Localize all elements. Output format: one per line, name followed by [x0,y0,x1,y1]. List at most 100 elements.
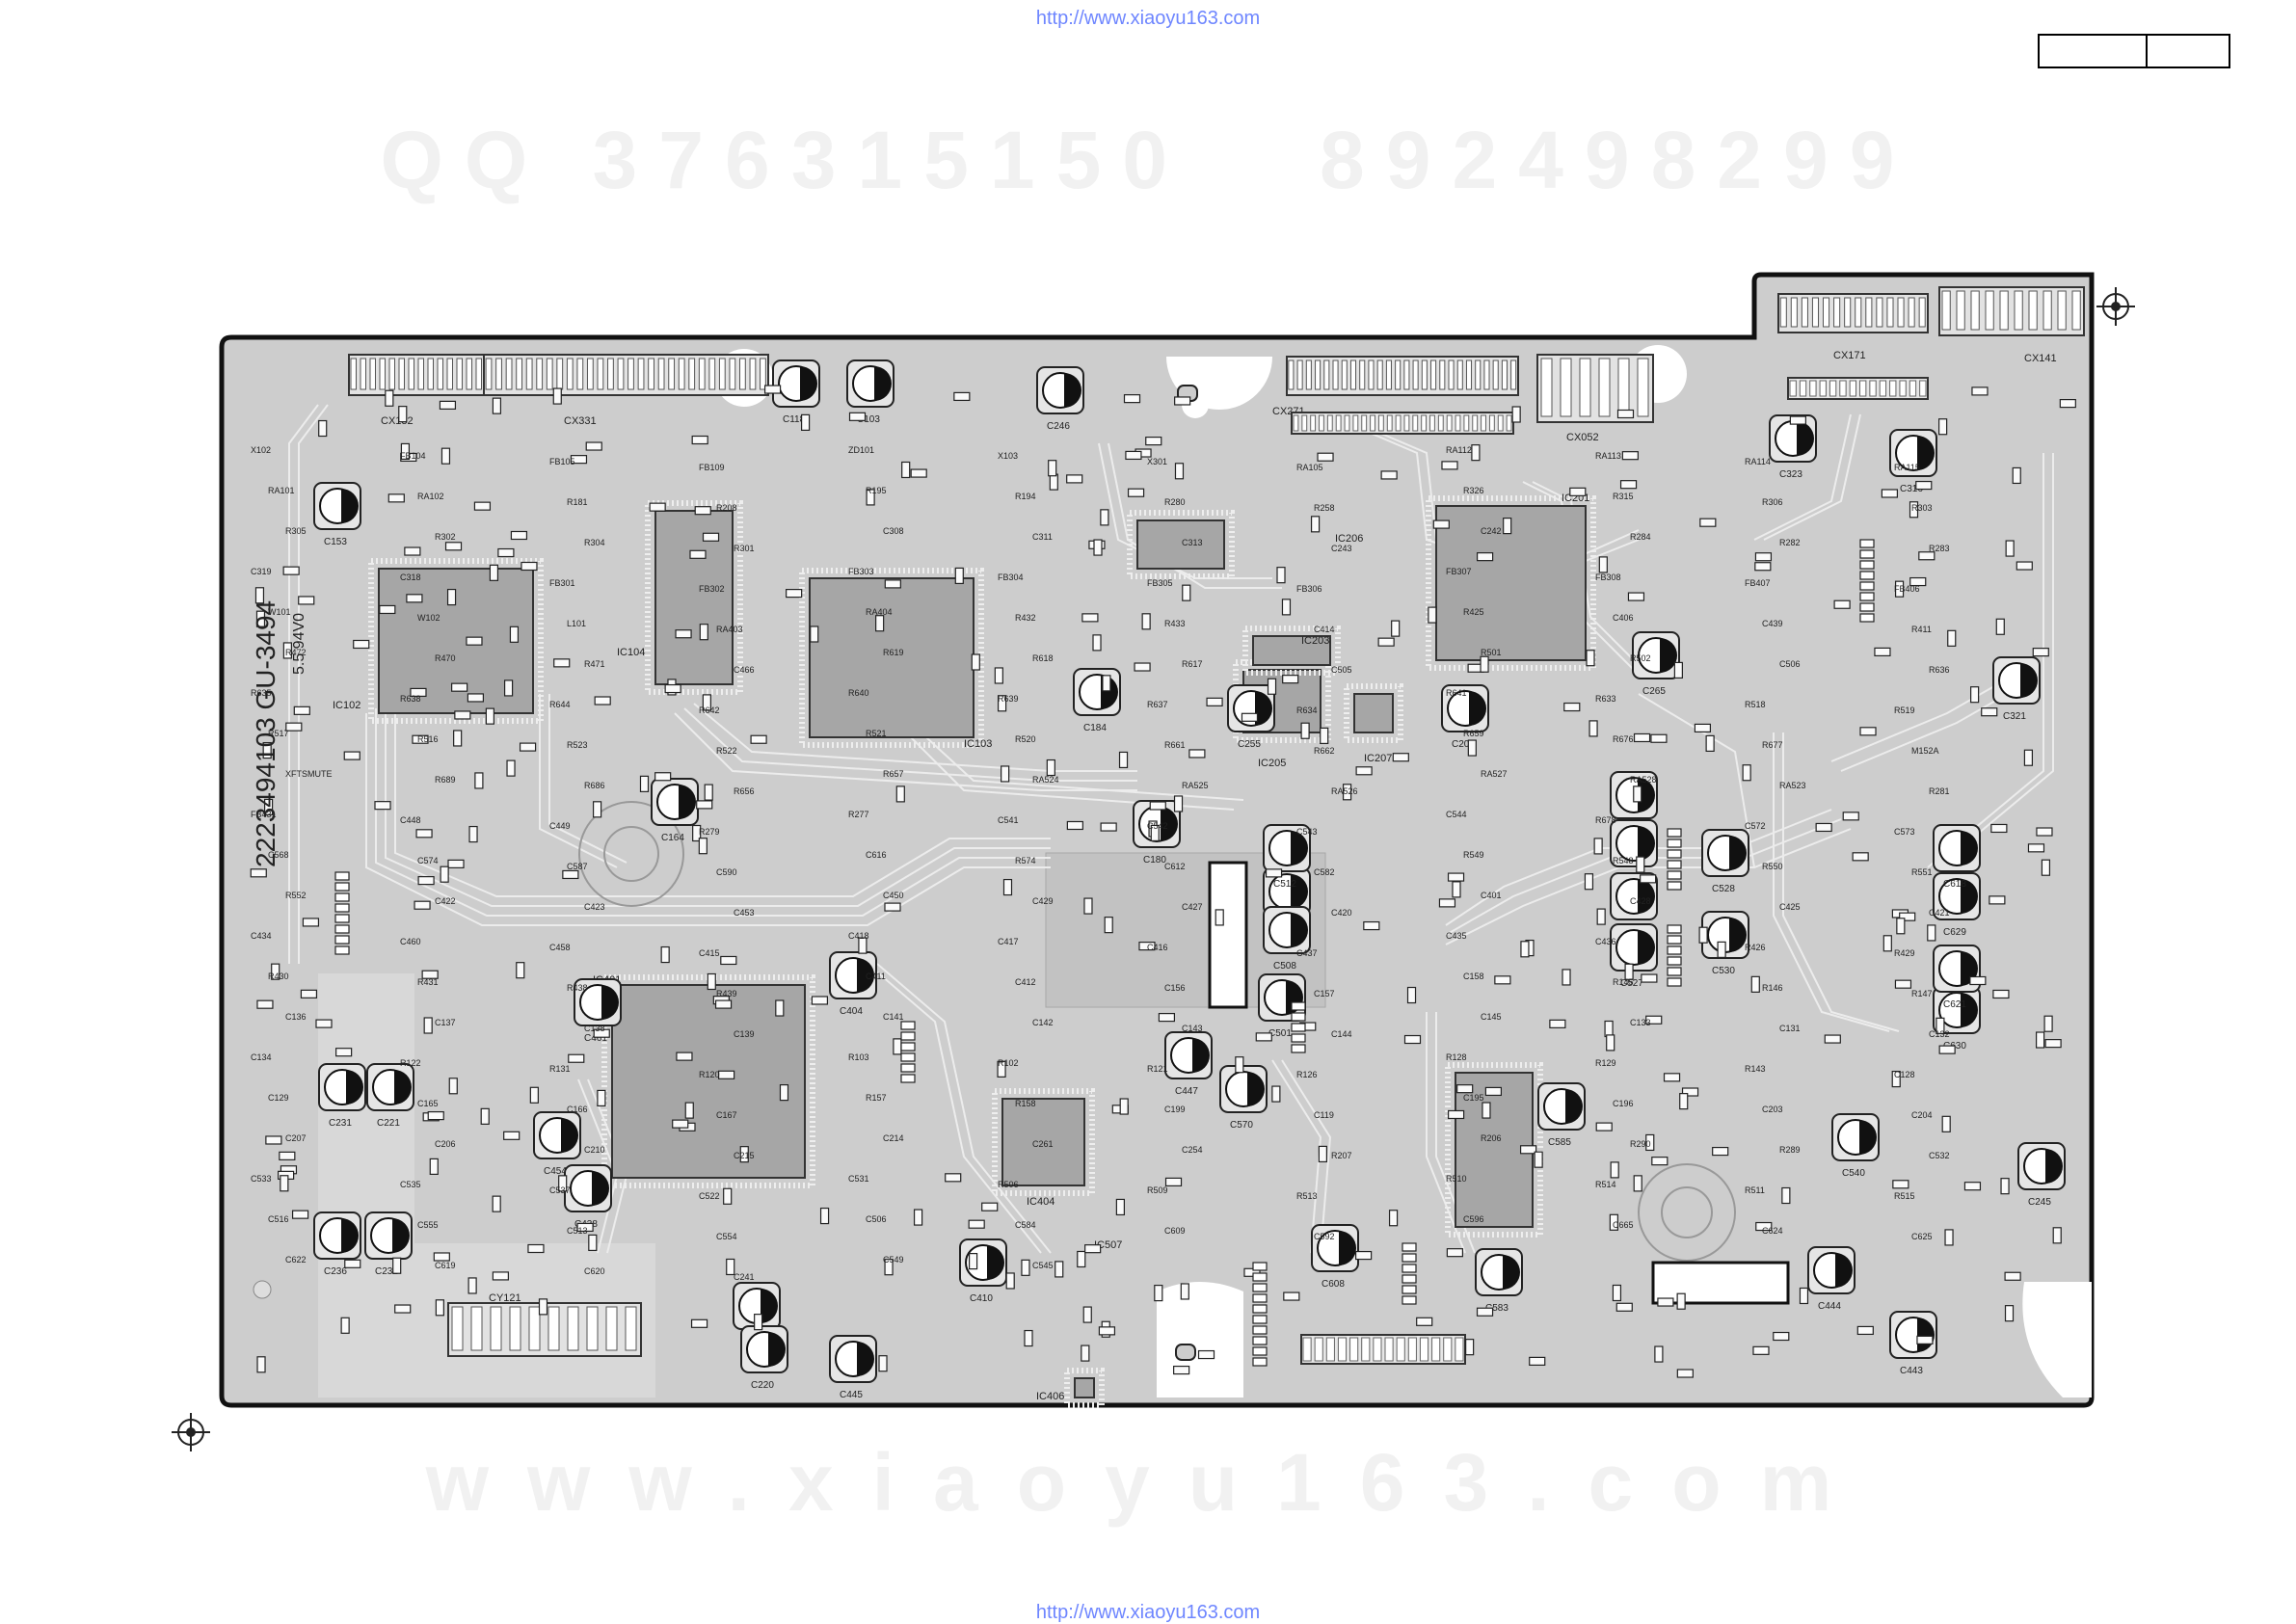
label-c522: C522 [699,1191,720,1201]
label-r676: R676 [1613,734,1634,744]
label-c592: C592 [1314,1232,1335,1241]
capacitor-48: C583 [1475,1248,1523,1314]
label-r509: R509 [1147,1185,1168,1195]
label-r277: R277 [848,810,869,819]
label-c214: C214 [883,1133,904,1143]
label-c143: C143 [1182,1024,1203,1033]
label-c537: C537 [549,1185,571,1195]
label-r518: R518 [1745,700,1766,709]
label-c555: C555 [417,1220,439,1230]
trace-5 [548,694,627,864]
label-r195: R195 [866,486,887,495]
label-fb407: FB407 [1745,578,1771,588]
header-url[interactable]: http://www.xiaoyu163.com [1035,8,1261,29]
trace-20 [1638,693,1755,868]
label-r303: R303 [1911,503,1933,513]
label-r470: R470 [435,653,456,663]
label-r431: R431 [417,977,439,987]
label-c584: C584 [1015,1220,1036,1230]
label-r678: R678 [1595,815,1616,825]
label-c311: C311 [1032,532,1053,542]
label-r426: R426 [1745,943,1766,952]
label-c418: C418 [848,931,869,941]
label-c207: C207 [285,1133,307,1143]
label-c319: C319 [251,567,272,576]
trace-6 [674,712,1137,791]
capacitor-2: C103 [846,359,894,425]
label-ra523: RA523 [1779,781,1806,790]
label-c131: C131 [1779,1024,1801,1033]
label-r145: R145 [1613,977,1634,987]
label-r656: R656 [734,786,755,796]
label-c535: C535 [400,1180,421,1189]
title-block [2038,34,2230,68]
label-r147: R147 [1911,989,1933,998]
label-c568: C568 [268,850,289,860]
footer-url[interactable]: http://www.xiaoyu163.com [1035,1602,1261,1623]
label-r689: R689 [435,775,456,785]
label-ra101: RA101 [268,486,295,495]
label-m152a: M152A [1911,746,1939,756]
label-r279: R279 [699,827,720,837]
ic-label-3: IC103 [964,738,992,750]
label-c420: C420 [1331,908,1352,918]
label-r282: R282 [1779,538,1801,547]
label-r290: R290 [1630,1139,1651,1149]
ic-9: IC404 [992,1088,1095,1208]
label-r657: R657 [883,769,904,779]
label-w102: W102 [417,613,441,623]
label-c156: C156 [1164,983,1186,993]
capacitor-4: C153 [313,482,361,547]
label-fb431: FB431 [251,810,277,819]
capacitor-15: C404 [829,951,877,1017]
ic-8: IC203 [1242,626,1341,676]
label-r326: R326 [1463,486,1484,495]
label-r471: R471 [584,659,605,669]
title-block-cell-left [2040,36,2148,67]
trace-22 [876,963,1052,1254]
label-c210: C210 [584,1145,605,1155]
trace-8 [693,703,1137,772]
label-r143: R143 [1745,1064,1766,1074]
label-r662: R662 [1314,746,1335,756]
label-c505: C505 [1331,665,1352,675]
trace-3 [394,699,1051,897]
label-c590: C590 [716,867,737,877]
label-r438: R438 [567,983,588,993]
label-r501: R501 [1481,648,1502,657]
label-r502: R502 [1630,653,1651,663]
capacitor-24: C445 [829,1335,877,1400]
label-c195: C195 [1463,1093,1484,1103]
label-c448: C448 [400,815,421,825]
ic-label-2: IC104 [617,647,645,658]
label-c513: C513 [567,1226,588,1236]
capacitor-label-16: C231 [329,1118,352,1129]
connector-6: CX141 [1938,286,2085,364]
label-c544: C544 [1446,810,1467,819]
label-r550: R550 [1762,862,1783,871]
label-fb301: FB301 [549,578,575,588]
registration-mark-bottom-left [172,1413,210,1451]
label-r206: R206 [1481,1133,1502,1143]
label-c582: C582 [1314,867,1335,877]
watermark-www: www.xiaoyu163.com [425,1437,1871,1528]
label-r517: R517 [268,729,289,738]
trace-2 [385,704,1051,907]
connector-label-1: CX132 [381,415,414,427]
ic-label-1: IC102 [333,700,360,711]
label-c139: C139 [734,1029,755,1039]
label-c573: C573 [1894,827,1915,837]
label-c466: C466 [734,665,755,675]
label-c624: C624 [1762,1226,1783,1236]
label-c167: C167 [716,1110,737,1120]
label-ra115: RA115 [1894,463,1920,472]
connector-label-5: CX171 [1833,350,1866,361]
label-c411: C411 [866,972,886,981]
label-c458: C458 [549,943,571,952]
ic-label-4: IC205 [1258,758,1286,769]
label-fb105: FB105 [549,457,575,466]
trace-25 [1773,732,1890,1032]
capacitor-label-26: C447 [1175,1086,1198,1097]
label-r129: R129 [1595,1058,1616,1068]
